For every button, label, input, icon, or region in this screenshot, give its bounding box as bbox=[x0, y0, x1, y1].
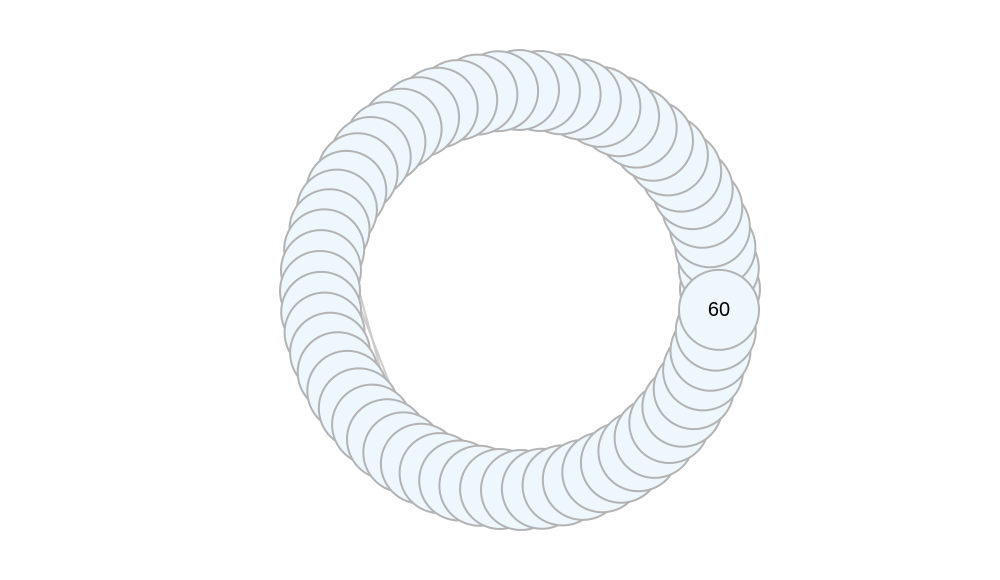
graph-node-60[interactable]: 60 bbox=[678, 268, 760, 351]
node-label: 60 bbox=[708, 299, 730, 321]
node-circle[interactable] bbox=[678, 268, 760, 351]
nodes-layer: 60 bbox=[279, 49, 761, 531]
